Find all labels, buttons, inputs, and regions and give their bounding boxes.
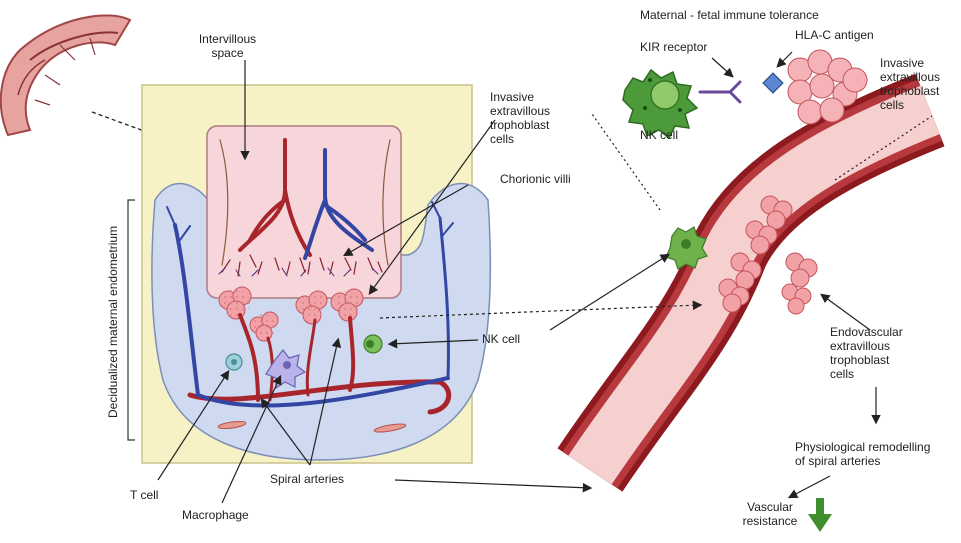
label-line: extravillous: [490, 104, 550, 118]
label-macrophage: Macrophage: [182, 508, 249, 522]
label-line: Vascular: [735, 500, 805, 514]
remodelled-artery: [590, 110, 930, 470]
label-line: Endovascular: [830, 325, 903, 339]
label-vascular-resistance: Vascular resistance: [735, 500, 805, 528]
label-decidualized-endometrium: Decidualized maternal endometrium: [106, 226, 120, 418]
label-line: extravillous: [830, 339, 903, 353]
label-line: cells: [490, 132, 550, 146]
nk-cell-small-icon: [364, 335, 382, 353]
hla-c-antigen-icon: [763, 73, 783, 93]
label-remodelling: Physiological remodelling of spiral arte…: [795, 440, 930, 468]
label-invasive-evt-top: Invasive extravillous trophoblast cells: [880, 56, 940, 112]
decidua-bracket: [128, 200, 135, 440]
uterus-inset-icon: [1, 15, 130, 135]
label-invasive-evt-center: Invasive extravillous trophoblast cells: [490, 90, 550, 146]
label-line: Invasive: [880, 56, 940, 70]
label-line: Intervillous: [190, 32, 265, 46]
label-line: space: [190, 46, 265, 60]
label-line: trophoblast: [880, 84, 940, 98]
title-immune-tolerance: Maternal - fetal immune tolerance: [640, 8, 819, 22]
label-hla-c-antigen: HLA-C antigen: [795, 28, 874, 42]
label-nk-cell-top: NK cell: [640, 128, 678, 142]
kir-receptor-icon: [700, 82, 740, 102]
label-spiral-arteries: Spiral arteries: [270, 472, 344, 486]
label-line: trophoblast: [830, 353, 903, 367]
label-line: Invasive: [490, 90, 550, 104]
label-line: extravillous: [880, 70, 940, 84]
label-intervillous-space: Intervillous space: [190, 32, 265, 60]
label-t-cell: T cell: [130, 488, 158, 502]
label-line: cells: [830, 367, 903, 381]
label-line: cells: [880, 98, 940, 112]
label-chorionic-villi: Chorionic villi: [500, 172, 571, 186]
label-endovascular-evt: Endovascular extravillous trophoblast ce…: [830, 325, 903, 381]
label-line: Physiological remodelling: [795, 440, 930, 454]
label-kir-receptor: KIR receptor: [640, 40, 707, 54]
label-nk-cell-center: NK cell: [482, 332, 520, 346]
label-line: of spiral arteries: [795, 454, 930, 468]
label-line: trophoblast: [490, 118, 550, 132]
label-line: resistance: [735, 514, 805, 528]
vascular-resistance-down-arrow: [808, 498, 832, 532]
t-cell-icon: [226, 354, 242, 370]
